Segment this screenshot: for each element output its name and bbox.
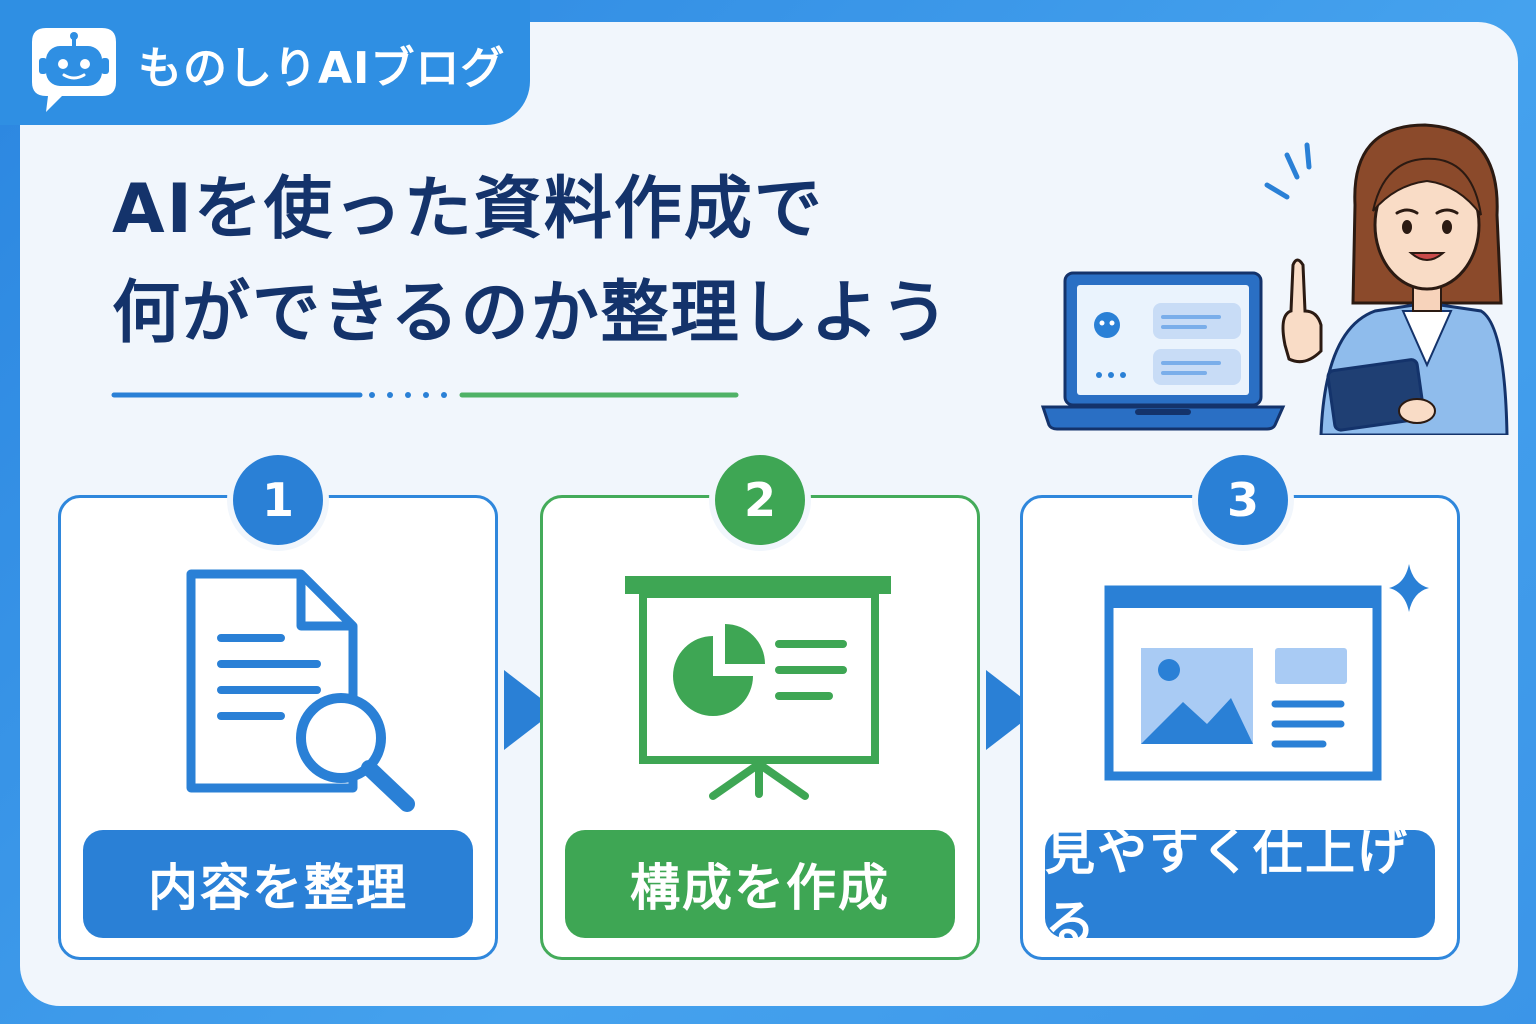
title-line-2: 何ができるのか整理しよう (112, 274, 951, 353)
sparkle-icon (1389, 564, 1429, 612)
title-line-1: AIを使った資料作成で (112, 170, 824, 249)
step-label-1: 内容を整理 (83, 830, 473, 938)
step-number-3: 3 (1198, 455, 1288, 545)
step-label-2: 構成を作成 (565, 830, 955, 938)
page-title: AIを使った資料作成で 何ができるのか整理しよう (112, 158, 951, 366)
woman-with-laptop-illustration (1040, 123, 1509, 435)
step-card-1[interactable]: 内容を整理 (58, 495, 498, 960)
document-search-icon (186, 569, 415, 812)
arrow-right-icon (986, 670, 1038, 750)
title-divider (111, 392, 739, 398)
presentation-board-icon (625, 576, 891, 800)
brand-name: ものしりAIブログ (138, 43, 506, 94)
layout-design-icon (1104, 564, 1429, 781)
step-card-2[interactable]: 構成を作成 (540, 495, 980, 960)
step-label-3: 見やすく仕上げる (1045, 823, 1435, 953)
brand-header[interactable]: ものしりAIブログ (0, 0, 530, 125)
step-number-2: 2 (715, 455, 805, 545)
arrow-right-icon (504, 670, 556, 750)
robot-chat-icon (32, 28, 116, 112)
step-card-3[interactable]: 見やすく仕上げる (1020, 495, 1460, 960)
step-number-1: 1 (233, 455, 323, 545)
